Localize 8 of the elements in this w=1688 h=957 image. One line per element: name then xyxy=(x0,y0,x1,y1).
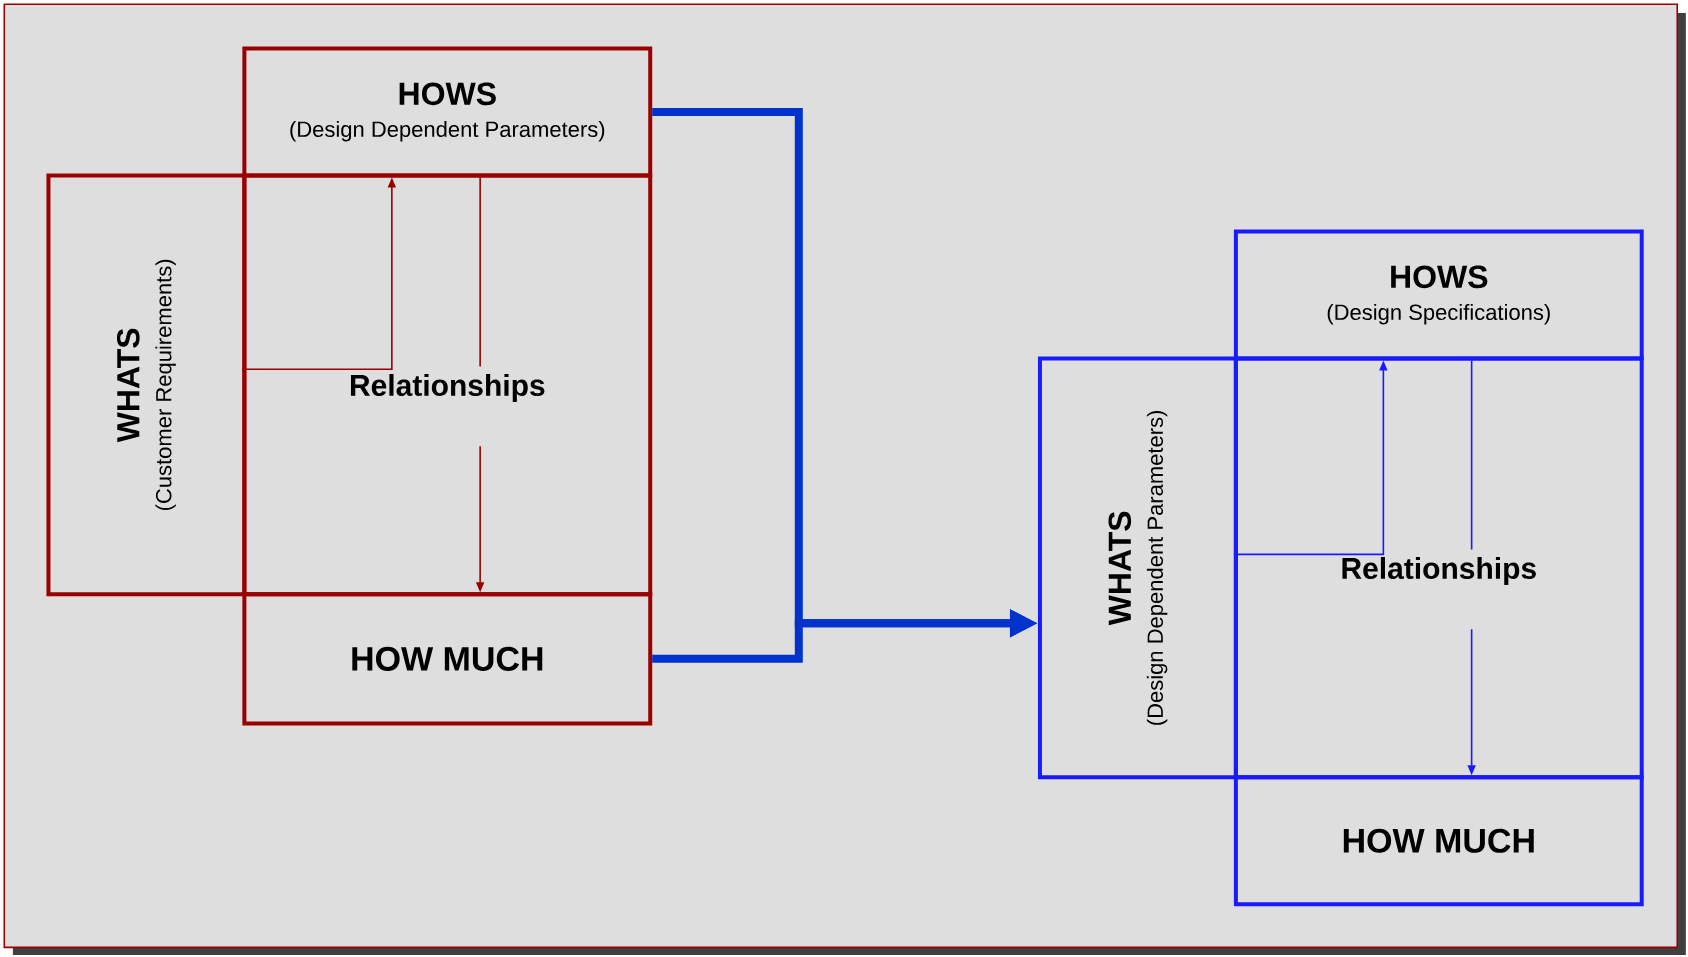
whats-box: WHATS (Customer Requirements) xyxy=(46,173,247,597)
how-much-box: HOW MUCH xyxy=(1233,775,1644,907)
how-much-box: HOW MUCH xyxy=(242,592,653,726)
hows-box: HOWS (Design Specifications) xyxy=(1233,229,1644,361)
hows-box: HOWS (Design Dependent Parameters) xyxy=(242,46,653,178)
relationships-box: Relationships xyxy=(1233,356,1644,780)
relationships-box: Relationships xyxy=(242,173,653,597)
whats-box: WHATS (Design Dependent Parameters) xyxy=(1037,356,1238,780)
